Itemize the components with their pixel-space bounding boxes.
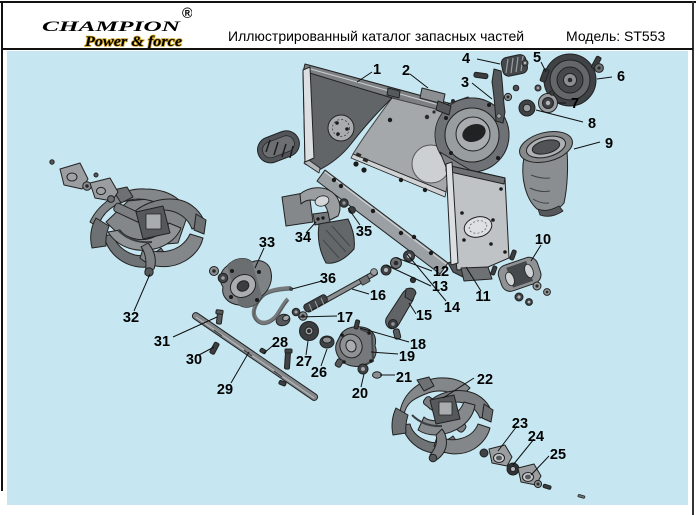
svg-text:3: 3 xyxy=(461,75,469,91)
svg-text:5: 5 xyxy=(533,51,541,66)
svg-text:12: 12 xyxy=(433,264,449,280)
svg-text:7: 7 xyxy=(571,96,579,112)
svg-text:31: 31 xyxy=(154,334,170,350)
svg-text:18: 18 xyxy=(410,337,426,353)
svg-text:13: 13 xyxy=(432,279,448,295)
svg-text:25: 25 xyxy=(550,447,566,463)
svg-text:17: 17 xyxy=(337,310,353,326)
svg-text:29: 29 xyxy=(217,382,233,398)
svg-text:4: 4 xyxy=(462,51,470,67)
svg-text:11: 11 xyxy=(475,289,490,305)
svg-text:27: 27 xyxy=(296,354,312,370)
svg-text:Power & force: Power & force xyxy=(85,34,183,48)
svg-text:1: 1 xyxy=(373,62,381,78)
svg-text:15: 15 xyxy=(416,308,432,324)
svg-text:CHAMPION: CHAMPION xyxy=(42,19,181,35)
svg-text:23: 23 xyxy=(512,416,528,432)
svg-text:21: 21 xyxy=(396,370,412,386)
svg-text:10: 10 xyxy=(535,232,551,248)
svg-text:24: 24 xyxy=(528,429,544,445)
svg-text:14: 14 xyxy=(444,300,460,316)
svg-text:36: 36 xyxy=(320,271,336,287)
svg-text:20: 20 xyxy=(352,386,368,402)
svg-text:8: 8 xyxy=(588,116,596,132)
svg-text:9: 9 xyxy=(605,136,613,152)
svg-text:22: 22 xyxy=(477,372,493,388)
svg-text:26: 26 xyxy=(311,365,327,381)
svg-text:19: 19 xyxy=(399,349,415,365)
svg-text:33: 33 xyxy=(259,235,275,251)
svg-text:2: 2 xyxy=(402,63,410,79)
svg-text:32: 32 xyxy=(123,310,139,326)
svg-text:35: 35 xyxy=(356,224,372,240)
svg-text:®: ® xyxy=(182,6,192,22)
svg-text:34: 34 xyxy=(295,230,311,246)
svg-text:6: 6 xyxy=(617,69,625,85)
svg-text:28: 28 xyxy=(272,335,288,351)
svg-text:30: 30 xyxy=(186,352,202,368)
svg-text:16: 16 xyxy=(370,288,386,304)
